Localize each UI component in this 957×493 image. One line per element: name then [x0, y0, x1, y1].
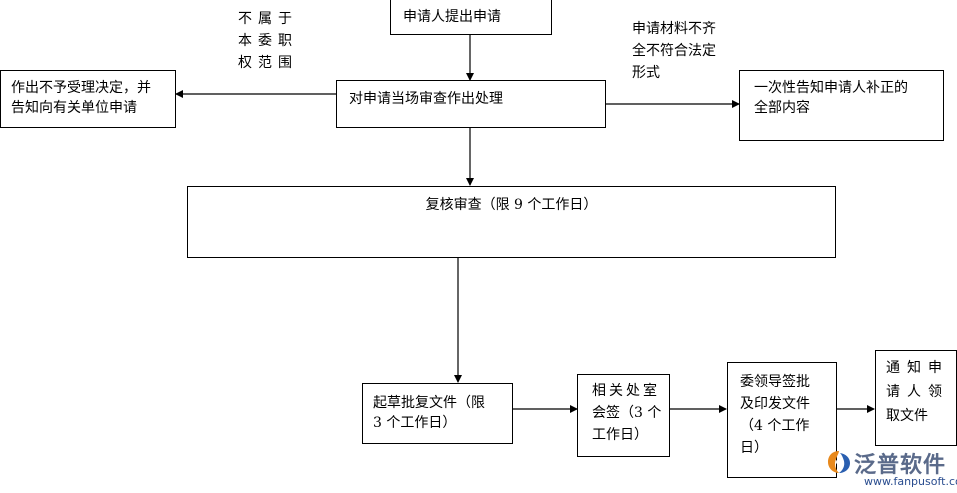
node-reject-line: 告知向有关单位申请 [11, 100, 137, 116]
node-approve-issue: 委领导签批 及印发文件 （4 个工作 日） [727, 362, 837, 478]
label-incomplete: 申请材料不齐 全不符合法定 形式 [632, 18, 716, 84]
label-incomplete-line: 全不符合法定 [632, 43, 716, 59]
node-recheck-text: 复核审查（限 9 个工作日） [425, 197, 598, 213]
node-approve-issue-line: 日） [740, 440, 768, 456]
node-inform-supplement: 一次性告知申请人补正的 全部内容 [739, 70, 944, 141]
node-draft-line: 起草批复文件（限 [373, 395, 485, 411]
node-apply: 申请人提出申请 [390, 0, 552, 35]
node-countersign-line: 会签（3 个 [592, 405, 662, 421]
label-out-of-scope: 不属于 本委职 权范围 [238, 8, 298, 74]
node-countersign-line: 相关处室 [592, 383, 660, 399]
node-draft-line: 3 个工作日） [373, 415, 457, 431]
label-incomplete-line: 形式 [632, 65, 660, 81]
node-review-onsite-text: 对申请当场审查作出处理 [349, 91, 503, 107]
node-approve-issue-line: （4 个工作 [740, 418, 810, 434]
node-approve-issue-line: 委领导签批 [740, 374, 810, 390]
label-out-of-scope-line: 不属于 [238, 11, 298, 27]
logo-mark-icon [828, 451, 850, 473]
node-apply-text: 申请人提出申请 [403, 9, 501, 25]
node-notify-line: 通知申 [886, 360, 949, 376]
node-inform-supplement-line: 一次性告知申请人补正的 [754, 80, 908, 96]
label-out-of-scope-line: 本委职 [238, 33, 298, 49]
logo-url: www.fanpusoft.com [864, 475, 957, 488]
node-notify: 通知申 请人领 取文件 [875, 350, 957, 446]
logo-name: 泛普软件 [854, 453, 947, 478]
node-inform-supplement-line: 全部内容 [754, 100, 810, 116]
node-recheck: 复核审查（限 9 个工作日） [187, 186, 836, 258]
node-notify-line: 取文件 [886, 408, 928, 424]
label-incomplete-line: 申请材料不齐 [632, 21, 716, 37]
node-reject-line: 作出不予受理决定，并 [11, 80, 151, 96]
fanpu-logo: 泛普软件 www.fanpusoft.com [826, 447, 957, 491]
node-reject: 作出不予受理决定，并 告知向有关单位申请 [0, 70, 176, 128]
node-approve-issue-line: 及印发文件 [740, 396, 810, 412]
node-countersign-line: 工作日） [592, 427, 648, 443]
node-notify-line: 请人领 [886, 384, 949, 400]
node-countersign: 相关处室 会签（3 个 工作日） [577, 374, 670, 457]
node-draft: 起草批复文件（限 3 个工作日） [362, 383, 513, 444]
node-review-onsite: 对申请当场审查作出处理 [336, 80, 606, 128]
label-out-of-scope-line: 权范围 [238, 55, 298, 71]
